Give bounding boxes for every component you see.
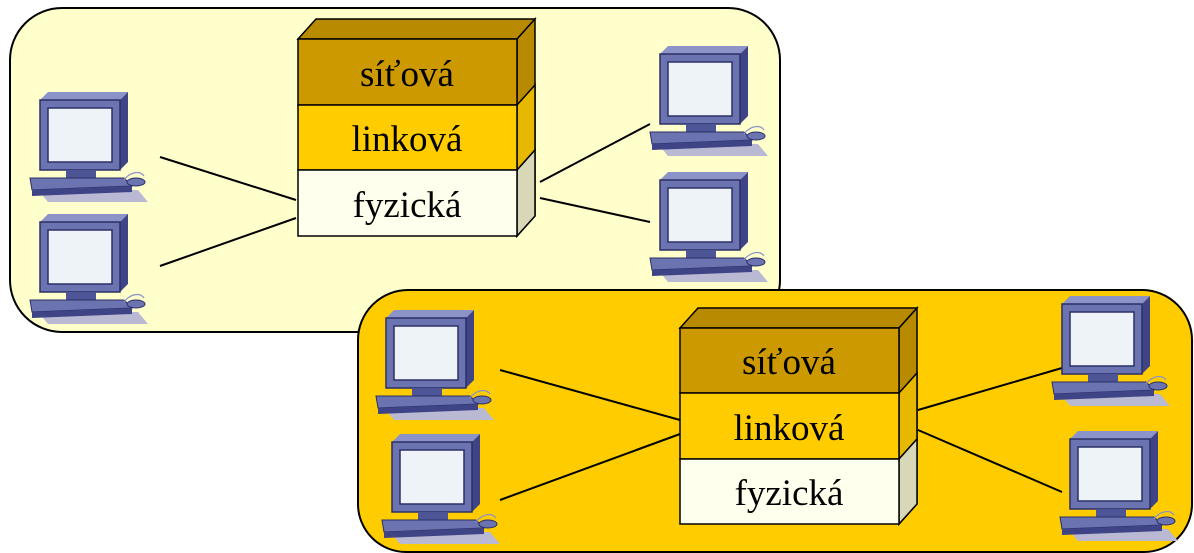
link-line [499,433,681,501]
layer-physical [297,169,518,237]
layer-network [297,38,518,106]
layer-link-label: linková [734,408,845,449]
layer-stack: síťová linková fyzická [678,306,919,526]
top-panel: síťová linková fyzická [9,7,781,333]
link-line [159,156,297,201]
layer-link [297,104,518,171]
layer-physical-label: fyzická [735,473,844,514]
link-line [499,369,681,421]
link-line [917,367,1063,411]
link-line [917,429,1063,493]
layer-physical-label: fyzická [353,185,462,226]
layer-physical [679,458,900,525]
bottom-panel: síťová linková fyzická [357,289,1193,553]
layer-network-label: síťová [742,342,836,383]
layer-network-label: síťová [360,54,454,95]
link-line [539,123,651,183]
link-line [539,197,651,223]
layer-link-label: linková [352,119,463,160]
layer-link [679,392,900,460]
layer-stack: síťová linková fyzická [296,17,537,238]
link-line [159,217,297,267]
